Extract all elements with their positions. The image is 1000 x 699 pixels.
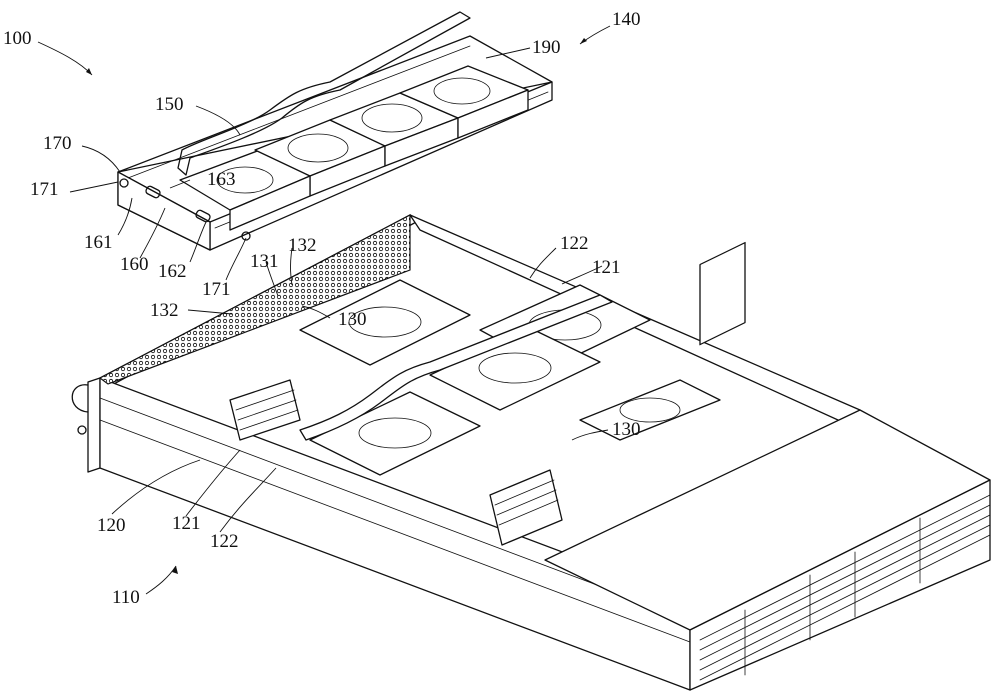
interior-drives [299,279,721,476]
ref-110: 110 [112,587,140,608]
ref-163: 163 [207,169,236,190]
server-chassis [71,214,991,691]
ref-131: 131 [250,251,279,272]
drive-bay-slats [699,494,991,681]
ref-171-bottom: 171 [202,279,231,300]
upper-drives [179,65,529,231]
ref-120: 120 [97,515,126,536]
ref-162: 162 [158,261,187,282]
ref-121-bottom: 121 [172,513,201,534]
heatsinks [229,379,563,546]
ref-100: 100 [3,28,32,49]
ref-171-top: 171 [30,179,59,200]
ref-130-lower: 130 [612,419,641,440]
ref-161: 161 [84,232,113,253]
ref-160: 160 [120,254,149,275]
mesh-panel [98,214,411,385]
ref-132-top: 132 [288,235,317,256]
ref-122-top: 122 [560,233,589,254]
ref-150: 150 [155,94,184,115]
ref-140: 140 [612,9,641,30]
ref-190: 190 [532,37,561,58]
ref-132-left: 132 [150,300,179,321]
leader-lines [37,25,611,595]
ref-170: 170 [43,133,72,154]
front-drive-bays [699,241,746,346]
ref-122-bottom: 122 [210,531,239,552]
ref-121-top: 121 [592,257,621,278]
ref-130-upper: 130 [338,309,367,330]
upper-drive-module [117,11,553,251]
